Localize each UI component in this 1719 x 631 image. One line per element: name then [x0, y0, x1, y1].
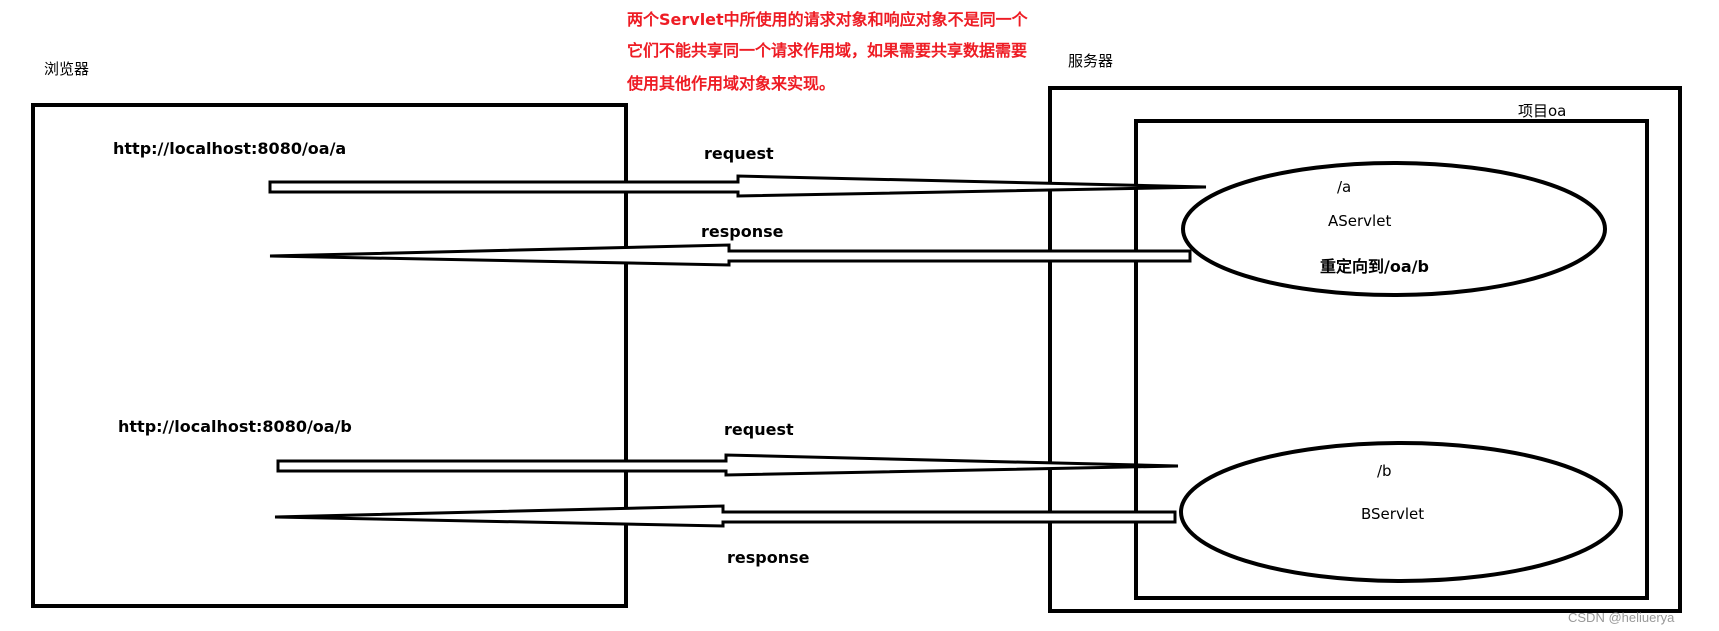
servlet-a-path: /a	[1337, 178, 1351, 196]
browser-box	[31, 103, 628, 608]
servlet-b-name: BServlet	[1361, 505, 1424, 523]
servlet-a-name: AServlet	[1328, 212, 1391, 230]
server-label: 服务器	[1068, 52, 1113, 70]
note-line-1: 两个Servlet中所使用的请求对象和响应对象不是同一个	[627, 10, 1029, 29]
servlet-b-ellipse	[1179, 441, 1623, 583]
response-2-arrow	[274, 504, 1177, 528]
response-1-arrow	[269, 243, 1192, 267]
servlet-a-action: 重定向到/oa/b	[1320, 257, 1429, 276]
project-box	[1134, 119, 1649, 600]
servlet-b-path: /b	[1377, 462, 1392, 480]
request-2-arrow	[276, 453, 1179, 477]
response-2-label: response	[727, 548, 810, 567]
url-b: http://localhost:8080/oa/b	[118, 417, 352, 436]
browser-label: 浏览器	[44, 60, 89, 78]
note-line-2: 它们不能共享同一个请求作用域，如果需要共享数据需要	[627, 41, 1027, 60]
note-line-3: 使用其他作用域对象来实现。	[626, 74, 835, 93]
servlet-a-ellipse	[1181, 161, 1607, 297]
watermark: CSDN @heliuerya	[1568, 610, 1675, 625]
project-label: 项目oa	[1518, 102, 1566, 120]
request-2-label: request	[724, 420, 794, 439]
url-a: http://localhost:8080/oa/a	[113, 139, 346, 158]
request-1-arrow	[268, 174, 1207, 198]
request-1-label: request	[704, 144, 774, 163]
server-box	[1048, 86, 1682, 613]
response-1-label: response	[701, 222, 784, 241]
